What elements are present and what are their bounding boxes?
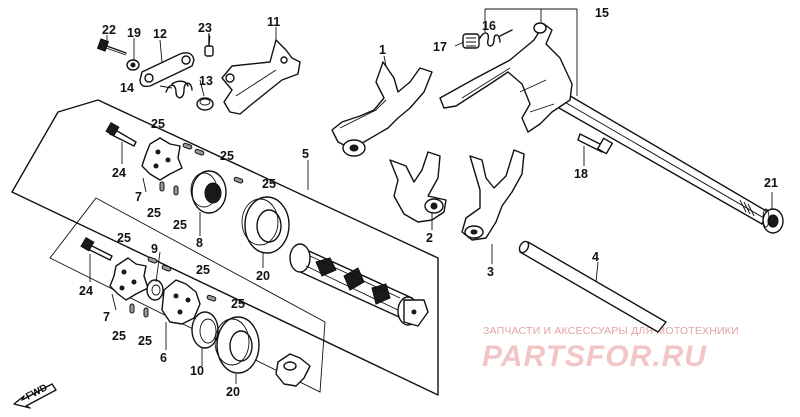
- callout-4: 4: [592, 250, 599, 264]
- roller-13-part: [196, 97, 214, 111]
- seal-21-part: [762, 208, 784, 234]
- callout-9: 9: [151, 242, 158, 256]
- callout-20-upper: 20: [256, 269, 270, 283]
- pins-25-lower-part: [129, 256, 217, 318]
- stopper-cam-part: [275, 353, 311, 387]
- callout-25-j: 25: [138, 334, 152, 348]
- shift-fork-1-part: [331, 61, 433, 157]
- callout-3: 3: [487, 265, 494, 279]
- callout-25-f: 25: [117, 231, 131, 245]
- cam-plate-6-part: [161, 279, 201, 325]
- washer-19-part: [126, 59, 140, 71]
- bolt-22-part: [96, 38, 127, 56]
- bolt-24-lower-part: [80, 236, 113, 261]
- callout-2: 2: [426, 231, 433, 245]
- callout-25-g: 25: [196, 263, 210, 277]
- callout-16: 16: [482, 19, 496, 33]
- callout-8: 8: [196, 236, 203, 250]
- callout-25-c: 25: [262, 177, 276, 191]
- callout-12: 12: [153, 27, 167, 41]
- callout-6: 6: [160, 351, 167, 365]
- callout-13: 13: [199, 74, 213, 88]
- callout-1: 1: [379, 43, 386, 57]
- washer-9-part: [146, 279, 164, 301]
- fwd-arrow: FWD: [13, 382, 57, 409]
- callout-25-a: 25: [151, 117, 165, 131]
- inner-assembly-frame: [49, 197, 326, 393]
- callout-21: 21: [764, 176, 778, 190]
- callout-11: 11: [267, 15, 280, 29]
- bearing-8-part: [190, 170, 227, 214]
- callout-24-lower: 24: [79, 284, 93, 298]
- arm-11-part: [221, 39, 301, 115]
- collar-17-part: [462, 33, 480, 49]
- shift-shaft-15-part: [439, 22, 769, 225]
- shift-drum-part: [289, 243, 429, 327]
- callout-7-lower: 7: [103, 310, 110, 324]
- fork-shaft-4-part: [518, 240, 667, 333]
- spring-16-part: [479, 29, 513, 47]
- leader-lines: [89, 8, 773, 384]
- bearing-20-upper-part: [241, 196, 290, 254]
- watermark-caption: ЗАПЧАСТИ И АКСЕССУАРЫ ДЛЯ МОТОТЕХНИКИ: [483, 325, 739, 337]
- callout-20-lower: 20: [226, 385, 240, 399]
- spring-14-part: [165, 80, 193, 99]
- callout-10: 10: [190, 364, 204, 378]
- bolt-24-upper-part: [105, 121, 137, 147]
- bolt-18-part: [577, 133, 614, 155]
- callout-18: 18: [574, 167, 588, 181]
- callout-25-h: 25: [231, 297, 245, 311]
- plate-12-part: [139, 52, 195, 88]
- seal-10-part: [191, 311, 219, 349]
- shift-fork-2-part: [389, 151, 447, 223]
- callout-5: 5: [302, 147, 309, 161]
- star-plate-7-lower-part: [109, 257, 149, 301]
- bearing-20-lower-part: [214, 316, 260, 374]
- callout-25-e: 25: [173, 218, 187, 232]
- shift-fork-3-part: [461, 149, 525, 241]
- drum-assembly-frame: [11, 99, 439, 396]
- watermark-logo: PARTSFOR.RU: [482, 340, 707, 373]
- callout-17: 17: [433, 40, 447, 54]
- callout-25-b: 25: [220, 149, 234, 163]
- callout-19: 19: [127, 26, 141, 40]
- star-plate-7-upper-part: [141, 137, 183, 181]
- callout-23: 23: [198, 21, 212, 35]
- callout-15: 15: [595, 6, 609, 20]
- callout-22: 22: [102, 23, 116, 37]
- callout-25-i: 25: [112, 329, 126, 343]
- callout-25-d: 25: [147, 206, 161, 220]
- callout-24-upper: 24: [112, 166, 126, 180]
- callout-7-upper: 7: [135, 190, 142, 204]
- pins-25-upper-part: [159, 142, 244, 196]
- callout-14: 14: [120, 81, 134, 95]
